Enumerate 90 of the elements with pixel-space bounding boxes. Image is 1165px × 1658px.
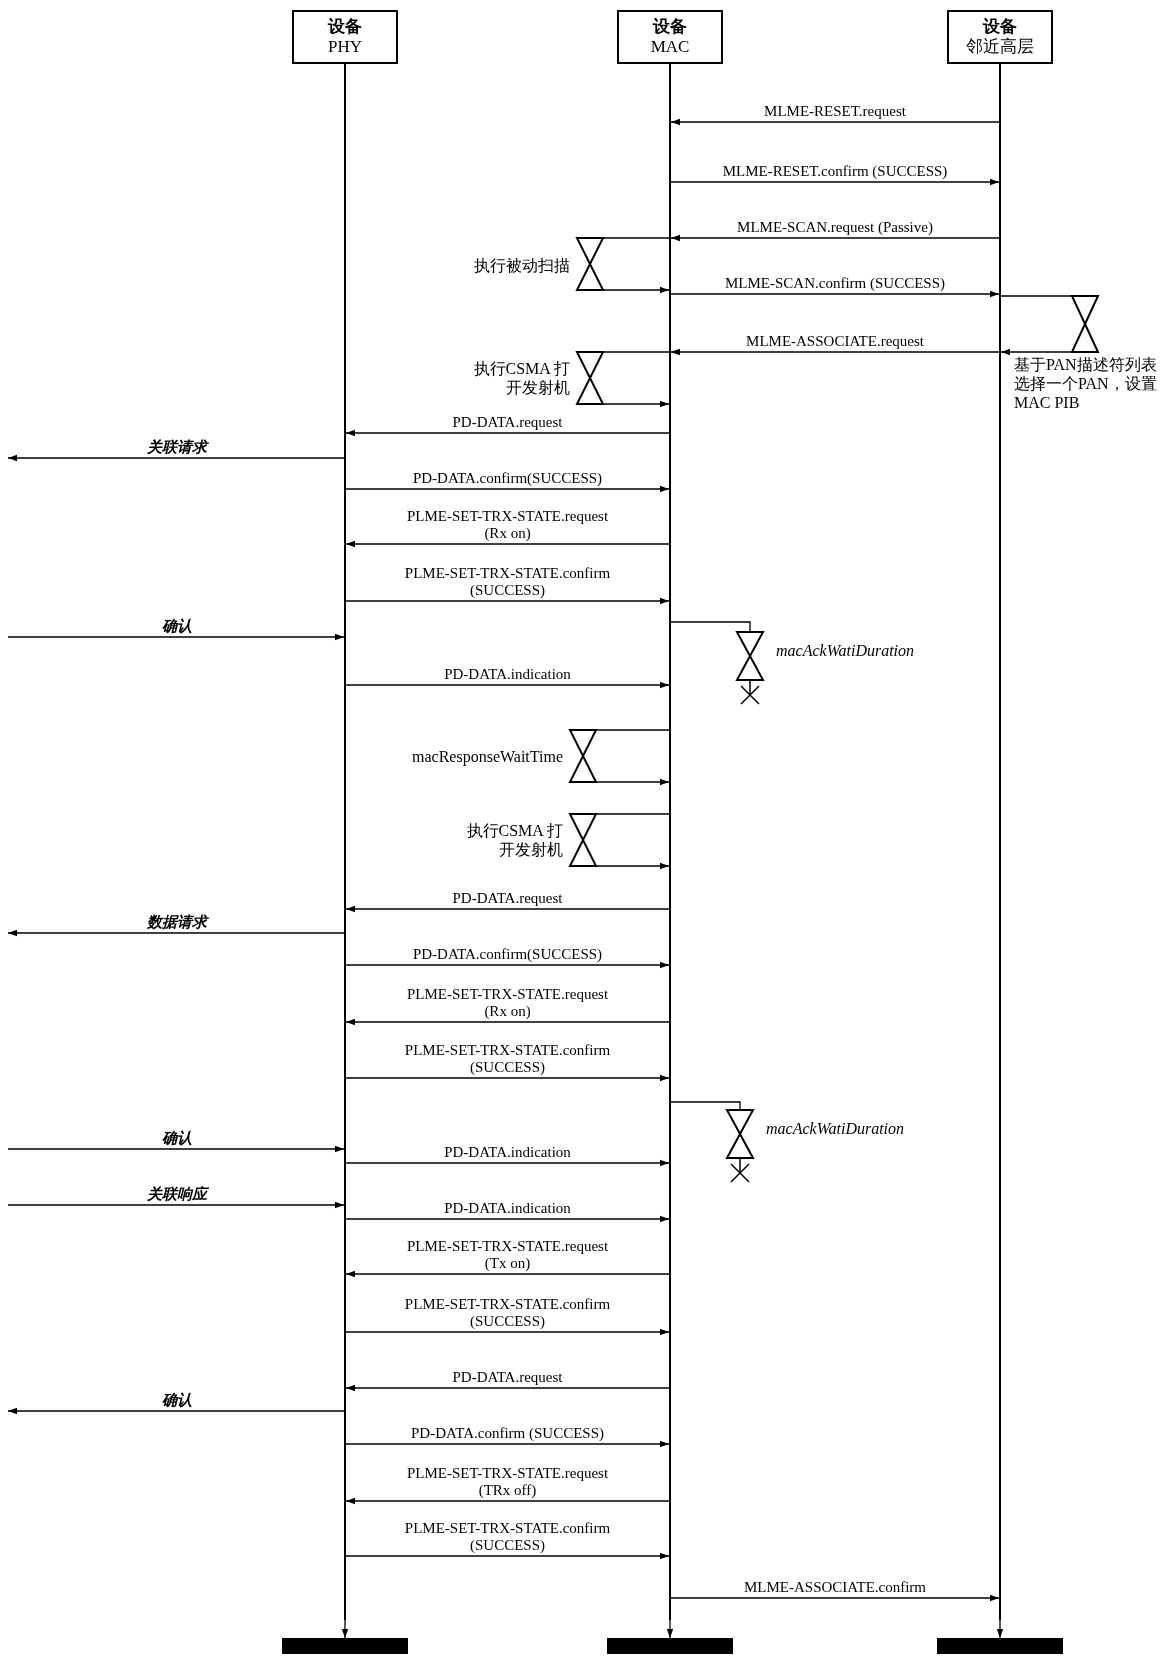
timer-line <box>595 729 670 731</box>
timer-label: 基于PAN描述符列表选择一个PAN，设置MAC PIB <box>1014 355 1158 412</box>
lifeline-end-bar <box>282 1638 408 1654</box>
message-arrow <box>345 597 670 605</box>
timer-label: 执行CSMA 打开发射机 <box>465 821 563 859</box>
message-arrow <box>345 681 670 689</box>
participant-heading: 设备 <box>328 17 362 37</box>
message-arrow <box>345 1497 670 1505</box>
message-arrow <box>345 485 670 493</box>
lifeline <box>344 64 346 1620</box>
message-label: MLME-RESET.request <box>762 103 908 120</box>
message-label: PD-DATA.request <box>450 414 565 431</box>
timer-line <box>602 351 670 353</box>
timer-line <box>602 237 670 239</box>
message-label: PD-DATA.confirm(SUCCESS) <box>410 470 605 487</box>
message-label: 数据请求 <box>144 914 209 931</box>
message-arrow <box>345 540 670 548</box>
timer-label: 执行CSMA 打开发射机 <box>472 359 570 397</box>
message-arrow <box>345 1159 670 1167</box>
timer-line <box>670 621 751 633</box>
timer-line <box>602 286 670 294</box>
hourglass-timer-icon <box>575 351 605 405</box>
message-label: MLME-SCAN.request (Passive) <box>735 219 935 236</box>
message-arrow <box>670 348 1000 356</box>
participant-heading: 设备 <box>983 17 1017 37</box>
hourglass-timer-icon <box>568 813 598 867</box>
timer-label: macAckWatiDuration <box>766 1118 905 1138</box>
timer-line <box>595 778 670 786</box>
timer-line <box>602 400 670 408</box>
message-arrow <box>345 1018 670 1026</box>
hourglass-timer-icon <box>568 729 598 783</box>
participant-name: PHY <box>328 37 362 57</box>
message-arrow <box>7 1201 345 1209</box>
lifeline-arrow <box>341 1619 349 1639</box>
message-arrow <box>345 1384 670 1392</box>
message-label: 关联响应 <box>144 1186 209 1203</box>
participant-box <box>292 10 398 64</box>
participant-box <box>617 10 723 64</box>
timer-line <box>1000 348 1073 356</box>
message-label: 确认 <box>159 1130 194 1147</box>
lifeline <box>999 64 1001 1620</box>
message-label: MLME-ASSOCIATE.request <box>744 333 926 350</box>
hourglass-timer-icon <box>1070 295 1100 353</box>
message-label: 确认 <box>159 1392 194 1409</box>
message-arrow <box>670 178 1000 186</box>
message-arrow <box>7 929 345 937</box>
timer-label: 执行被动扫描 <box>474 255 570 275</box>
timer-expiry-icon <box>735 631 765 707</box>
message-label: MLME-RESET.confirm (SUCCESS) <box>720 163 950 180</box>
message-arrow <box>7 1407 345 1415</box>
lifeline-end-bar <box>937 1638 1063 1654</box>
lifeline <box>669 64 671 1620</box>
timer-line <box>1000 295 1073 297</box>
message-arrow <box>345 1552 670 1560</box>
message-arrow <box>345 961 670 969</box>
message-arrow <box>345 1328 670 1336</box>
message-label: PD-DATA.confirm(SUCCESS) <box>410 946 605 963</box>
timer-line <box>670 1101 741 1111</box>
message-arrow <box>345 429 670 437</box>
message-arrow <box>7 1145 345 1153</box>
lifeline-arrow <box>996 1619 1004 1639</box>
message-arrow <box>345 1215 670 1223</box>
message-arrow <box>345 905 670 913</box>
lifeline-end-bar <box>607 1638 733 1654</box>
message-arrow <box>670 234 1000 242</box>
lifeline-arrow <box>666 1619 674 1639</box>
timer-line <box>595 862 670 870</box>
timer-label: macResponseWaitTime <box>412 746 563 766</box>
timer-expiry-icon <box>725 1109 755 1185</box>
message-arrow <box>670 1594 1000 1602</box>
timer-line <box>595 813 670 815</box>
message-label: 确认 <box>159 618 194 635</box>
message-arrow <box>345 1074 670 1082</box>
message-arrow <box>7 633 345 641</box>
participant-name: 邻近高层 <box>966 37 1034 57</box>
participant-box <box>947 10 1053 64</box>
message-arrow <box>345 1270 670 1278</box>
hourglass-timer-icon <box>575 237 605 291</box>
message-label: PD-DATA.request <box>450 890 565 907</box>
message-label: PD-DATA.confirm (SUCCESS) <box>409 1425 606 1442</box>
message-arrow <box>670 118 1000 126</box>
participant-name: MAC <box>650 37 690 57</box>
timer-label: macAckWatiDuration <box>776 640 915 660</box>
message-arrow <box>670 290 1000 298</box>
message-label: 关联请求 <box>144 439 209 456</box>
message-label: PD-DATA.request <box>450 1369 565 1386</box>
participant-heading: 设备 <box>653 17 687 37</box>
message-label: MLME-SCAN.confirm (SUCCESS) <box>723 275 947 292</box>
message-arrow <box>345 1440 670 1448</box>
message-arrow <box>7 454 345 462</box>
